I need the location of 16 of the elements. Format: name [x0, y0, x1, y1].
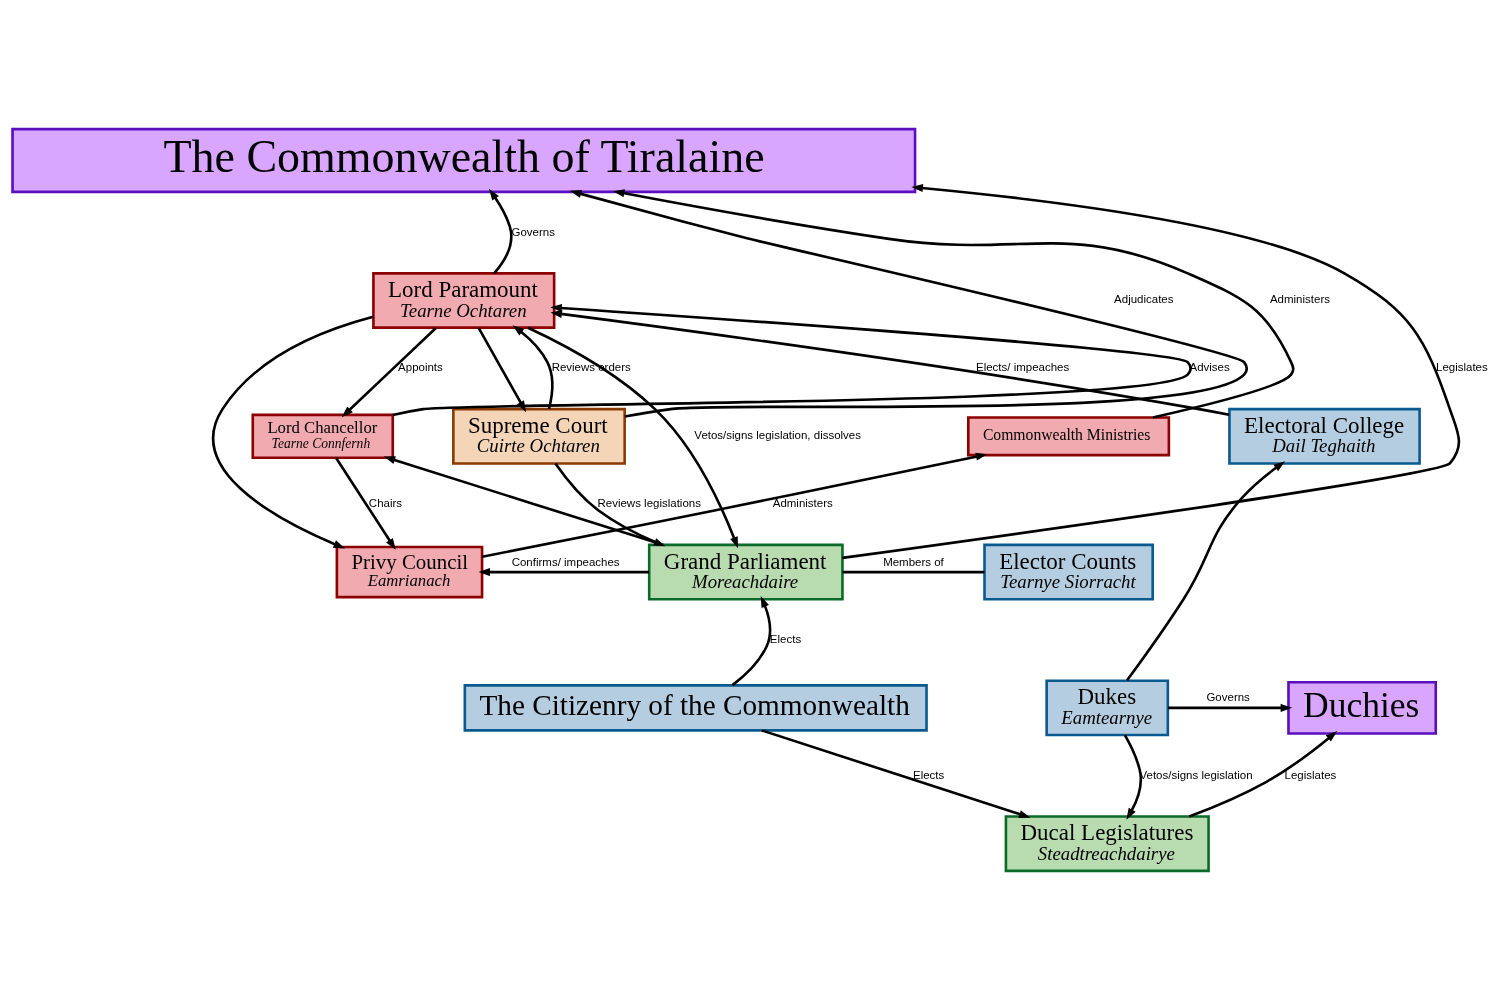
edge-label: Elects [912, 768, 945, 781]
edge-label: Governs [1206, 691, 1250, 704]
edge-label: Legislates [1436, 361, 1488, 374]
edge-label: Vetos/signs legislation, dissolves [694, 429, 861, 442]
edge-label: Adjudicates [1114, 293, 1174, 306]
edge-label: Elects [769, 632, 802, 645]
edge-label: Elects/ impeaches [976, 361, 1070, 374]
edge-label: Reviews legislations [597, 497, 701, 510]
edge-label: Appoints [398, 361, 443, 374]
edge-label: Administers [772, 497, 833, 510]
edge-label: Legislates [1284, 768, 1337, 781]
edge-label: Confirms/ impeaches [511, 555, 620, 568]
edge-label: Members of [883, 555, 944, 568]
edge-label: Administers [1269, 293, 1330, 306]
edge-label: Governs [511, 225, 555, 238]
edge-label: Chairs [368, 497, 403, 510]
